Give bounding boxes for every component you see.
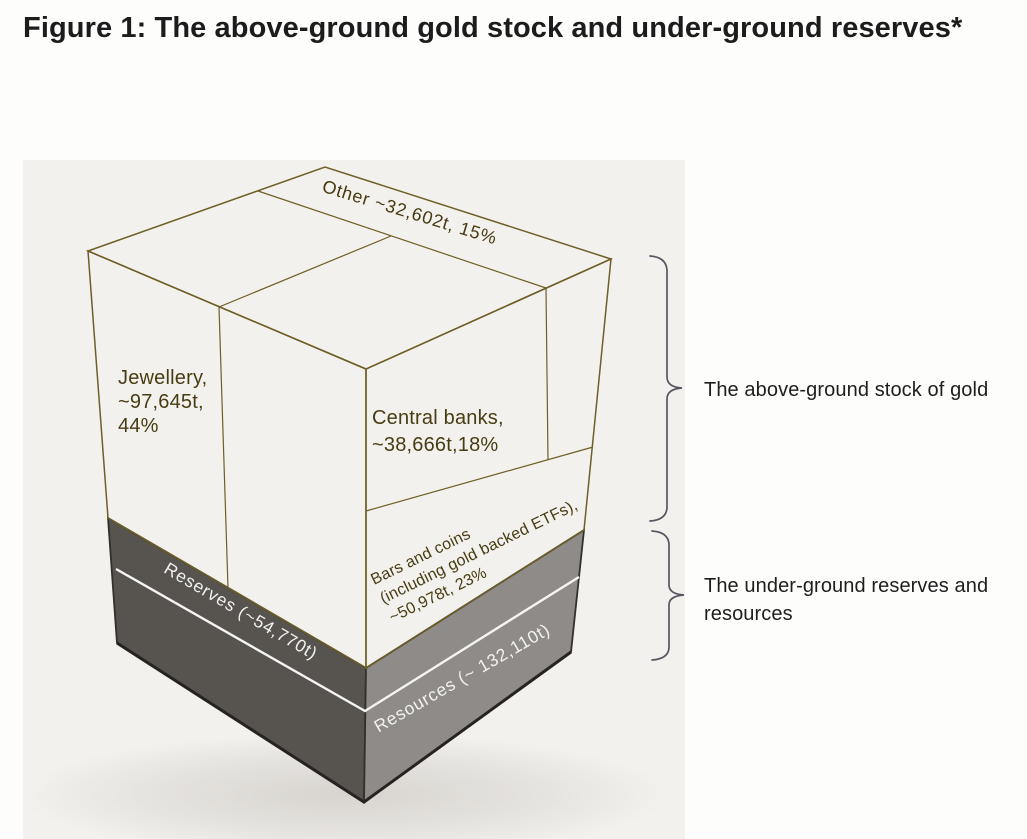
central-banks-label-line: ~38,666t,18% — [372, 434, 498, 456]
jewellery-top-divider-line — [218, 235, 392, 308]
central-banks-label: Central banks, ~38,666t,18% — [372, 407, 504, 456]
figure-title: Figure 1: The above-ground gold stock an… — [23, 12, 963, 44]
under-ground-brace — [651, 530, 685, 661]
underground-block: Reserves (~54,770t) Resources (~ 132,110… — [106, 516, 586, 804]
jewellery-label-line: Jewellery, — [118, 367, 207, 389]
cube-top-face — [85, 166, 614, 370]
jewellery-label-line: ~97,645t, — [118, 391, 204, 413]
above-ground-brace — [649, 255, 683, 522]
under-ground-annotation-line: The under-ground reserves and — [704, 575, 988, 597]
central-banks-column-divider-line — [545, 287, 549, 461]
under-ground-annotation-line: resources — [704, 603, 793, 625]
bars-coins-divider-line — [365, 446, 594, 512]
reserves-resources-divider-line — [115, 567, 580, 713]
above-ground-annotation: The above-ground stock of gold — [704, 379, 988, 401]
under-ground-annotation: The under-ground reserves and resources — [704, 575, 988, 625]
jewellery-label: Jewellery, ~97,645t, 44% — [118, 367, 207, 437]
other-divider-line — [257, 190, 547, 289]
central-banks-label-line: Central banks, — [372, 407, 504, 429]
jewellery-front-divider-line — [218, 306, 229, 589]
underground-bottom-edge — [116, 641, 572, 804]
jewellery-label-line: 44% — [118, 415, 159, 437]
